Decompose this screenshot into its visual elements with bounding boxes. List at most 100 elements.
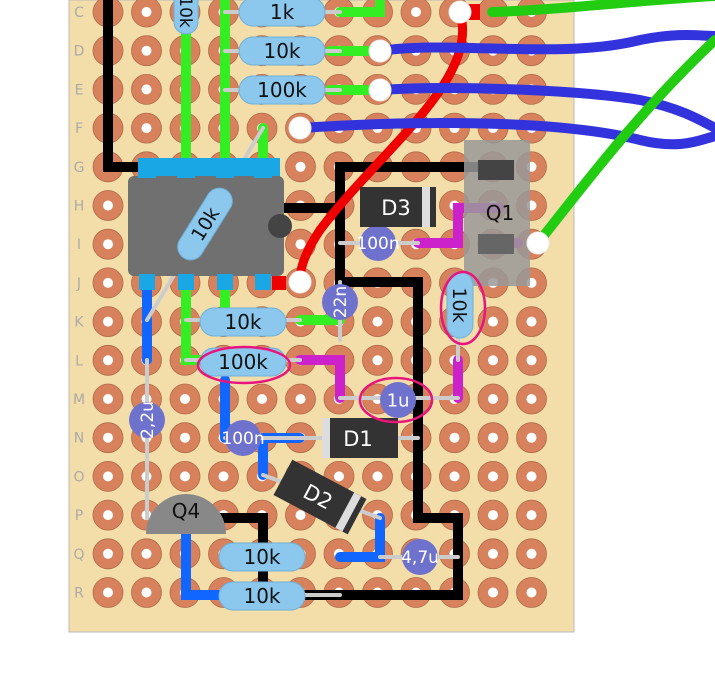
resistor-r-1k: 1k — [238, 0, 326, 27]
capacitor-c-2u2: 2,2u — [129, 401, 165, 439]
pad-hole — [526, 471, 537, 482]
resistor-r-q1-vert: 10k — [446, 271, 474, 339]
pad-hole — [180, 394, 190, 404]
pad-hole — [372, 355, 383, 366]
pad-hole — [257, 394, 267, 404]
q1: Q1 — [464, 140, 530, 286]
q1-label: Q1 — [486, 201, 514, 225]
pad-hole — [141, 45, 152, 56]
pad-hole — [103, 355, 113, 366]
pad-hole — [526, 548, 537, 559]
red-wire — [295, 7, 467, 287]
row-label: R — [74, 586, 84, 602]
pad-hole — [526, 432, 537, 443]
pad-hole — [488, 548, 498, 559]
row-label: I — [77, 237, 81, 253]
row-label: D — [74, 44, 85, 60]
resistor-r-d: 10k — [238, 36, 326, 66]
pad-hole — [103, 548, 113, 559]
row-label: Q — [73, 547, 84, 563]
row-label: G — [74, 160, 85, 176]
capacitor-label: 2,2u — [138, 401, 158, 439]
pad-hole — [103, 394, 113, 404]
highlight-10k-vert — [439, 270, 487, 346]
green-wire-4 — [335, 0, 385, 17]
blue-wire-5 — [181, 513, 230, 600]
resistor-label: 10k — [175, 0, 195, 28]
pad-hole — [103, 277, 113, 288]
highlight-marks — [196, 270, 487, 424]
pad-hole — [141, 548, 152, 559]
pad-hole — [103, 239, 113, 250]
black-wire-right — [300, 277, 463, 600]
pad-hole — [488, 510, 498, 521]
q4-label: Q4 — [172, 499, 200, 523]
pad-hole — [180, 432, 190, 443]
pad-hole — [488, 316, 498, 327]
capacitor-c-100n-n: 100n — [221, 420, 265, 456]
diode-label: D3 — [381, 196, 411, 220]
pad-hole — [141, 123, 152, 134]
resistor-r-r: 10k — [218, 581, 306, 611]
capacitor-label: 100n — [221, 429, 264, 449]
pad-hole — [334, 471, 344, 482]
capacitor-c-4u7: 4,7u — [401, 539, 439, 575]
resistor-label: 1k — [270, 0, 295, 24]
pad-hole — [103, 200, 113, 211]
resistor-label: 100k — [257, 78, 307, 102]
pad-hole — [488, 394, 498, 404]
row-label: H — [74, 199, 85, 215]
resistor-label: 10k — [263, 39, 300, 63]
resistor-r-k: 10k — [199, 307, 287, 337]
row-label: J — [76, 276, 81, 292]
highlight-1u — [358, 376, 434, 424]
pad-hole — [488, 587, 498, 598]
diode-d3: D3 — [360, 187, 436, 227]
pad-hole — [103, 471, 113, 482]
pad-hole — [372, 471, 383, 482]
pad-hole — [295, 510, 306, 521]
pad-hole — [103, 510, 113, 521]
pad-hole — [141, 7, 152, 17]
pad-hole — [180, 471, 190, 482]
row-label: L — [75, 353, 83, 369]
pad-hole — [488, 471, 498, 482]
resistor-r-e: 100k — [238, 75, 326, 105]
pad-hole — [411, 7, 421, 17]
pad-hole — [526, 355, 537, 366]
capacitor-label: 4,7u — [401, 548, 439, 568]
flying-wires — [295, 0, 715, 248]
resistor-label: 10k — [224, 310, 261, 334]
capacitor-label: 1u — [387, 390, 410, 411]
pad-hole — [295, 394, 306, 404]
capacitor-c-1u: 1u — [380, 382, 416, 418]
row-label: M — [73, 392, 85, 408]
capacitor-c-22n: 22n — [322, 284, 358, 320]
pad-hole — [526, 510, 537, 521]
pad-hole — [103, 432, 113, 443]
row-label: N — [74, 431, 84, 447]
diode-d1: D1 — [322, 418, 398, 458]
row-label: C — [74, 5, 84, 21]
pad-hole — [488, 355, 498, 366]
diode-d2: D2 — [273, 459, 367, 535]
pad-hole — [295, 239, 306, 250]
pad-hole — [141, 84, 152, 95]
row-label: P — [75, 508, 83, 524]
row-label: K — [74, 315, 84, 331]
purple-wire-2 — [295, 355, 345, 403]
pad-hole — [526, 587, 537, 598]
resistor-label: 10k — [243, 545, 280, 569]
row-label: O — [73, 469, 84, 485]
resistor-label: 10k — [448, 287, 470, 322]
row-label: E — [75, 82, 84, 98]
resistor-r-top-left: 10k — [173, 0, 199, 35]
capacitor-label: 100n — [356, 234, 399, 254]
pad-hole — [526, 316, 537, 327]
capacitor-c-100n-i: 100n — [356, 225, 400, 261]
pad-hole — [526, 394, 537, 404]
pad-hole — [295, 161, 306, 172]
pad-hole — [141, 587, 152, 598]
diode-label: D1 — [343, 427, 373, 451]
